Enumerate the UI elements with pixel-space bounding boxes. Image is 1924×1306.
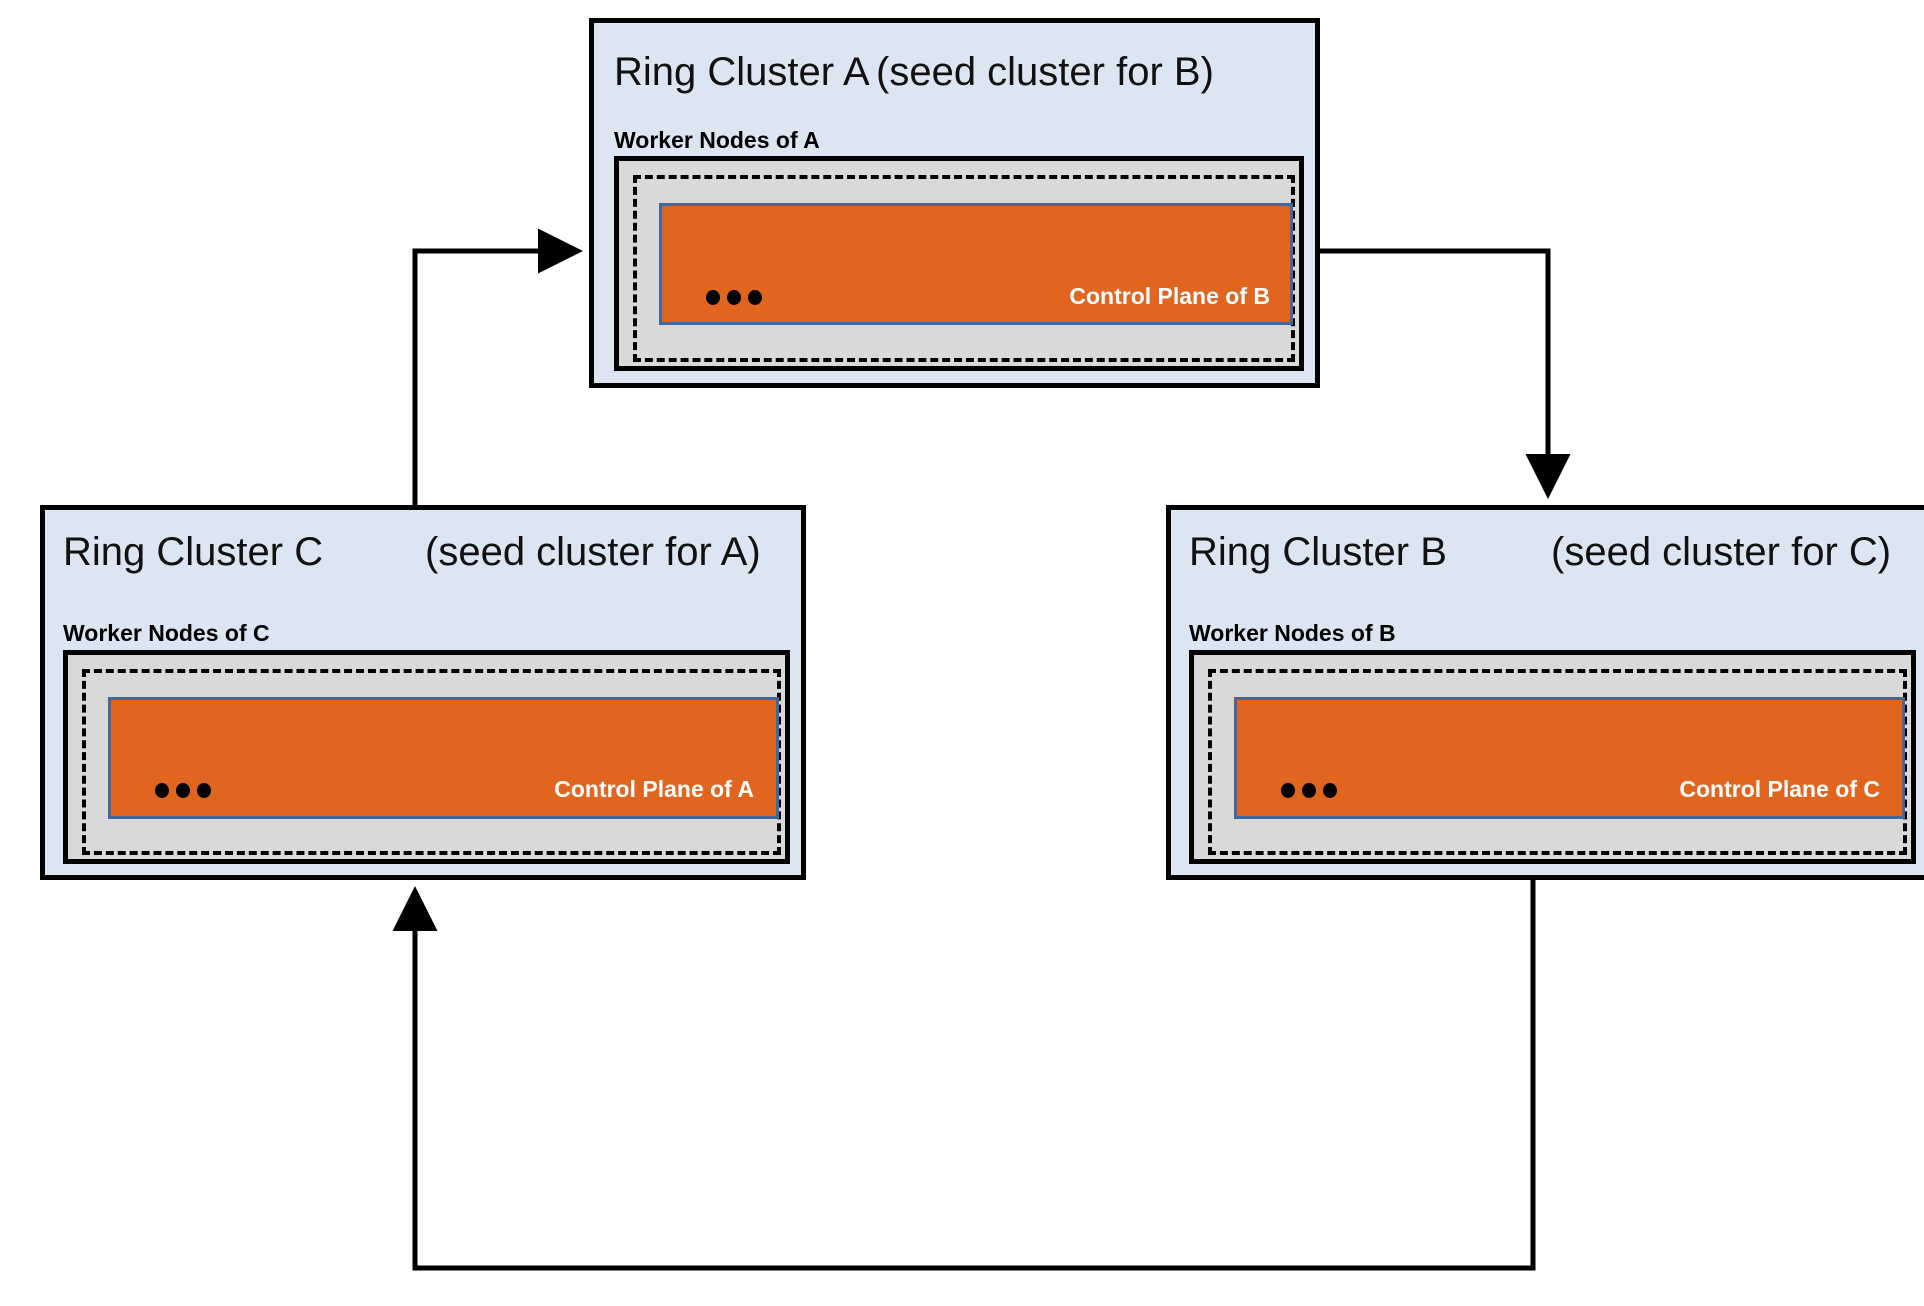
cluster-a-name: Ring Cluster A <box>614 50 870 94</box>
cluster-c-worker-node-box: Control Plane of A <box>63 650 790 864</box>
cluster-c-ellipsis-icon <box>155 783 211 798</box>
cluster-a-control-plane-label: Control Plane of B <box>1069 283 1270 309</box>
ring-cluster-b[interactable]: Ring Cluster B (seed cluster for C) Work… <box>1166 505 1924 880</box>
cluster-c-name: Ring Cluster C <box>63 530 324 574</box>
cluster-a-ellipsis-icon <box>706 290 762 305</box>
cluster-a-control-plane-box[interactable]: Control Plane of B <box>659 203 1293 325</box>
ring-cluster-c[interactable]: Ring Cluster C (seed cluster for A) Work… <box>40 505 806 880</box>
cluster-b-control-plane-box[interactable]: Control Plane of C <box>1234 697 1905 819</box>
cluster-b-ellipsis-icon <box>1281 783 1337 798</box>
cluster-a-seed-label: (seed cluster for B) <box>876 50 1214 94</box>
cluster-c-control-plane-label: Control Plane of A <box>554 776 754 802</box>
cluster-a-worker-nodes-label: Worker Nodes of A <box>614 127 820 153</box>
cluster-b-name: Ring Cluster B <box>1189 530 1447 574</box>
cluster-c-control-plane-box[interactable]: Control Plane of A <box>108 697 779 819</box>
cluster-b-node-boundary: Control Plane of C <box>1208 669 1907 855</box>
cluster-c-seed-label: (seed cluster for A) <box>425 530 761 574</box>
cluster-b-control-plane-label: Control Plane of C <box>1679 776 1880 802</box>
cluster-b-seed-label: (seed cluster for C) <box>1551 530 1892 574</box>
ring-cluster-a[interactable]: Ring Cluster A (seed cluster for B) Work… <box>589 18 1320 388</box>
cluster-c-node-boundary: Control Plane of A <box>82 669 781 855</box>
cluster-a-worker-node-box: Control Plane of B <box>614 156 1304 371</box>
cluster-b-worker-node-box: Control Plane of C <box>1189 650 1916 864</box>
cluster-a-node-boundary: Control Plane of B <box>633 175 1295 362</box>
arrow-a-to-b <box>1320 248 1571 500</box>
arrow-b-to-c <box>392 880 1536 1271</box>
cluster-c-worker-nodes-label: Worker Nodes of C <box>63 620 270 646</box>
cluster-b-worker-nodes-label: Worker Nodes of B <box>1189 620 1396 646</box>
